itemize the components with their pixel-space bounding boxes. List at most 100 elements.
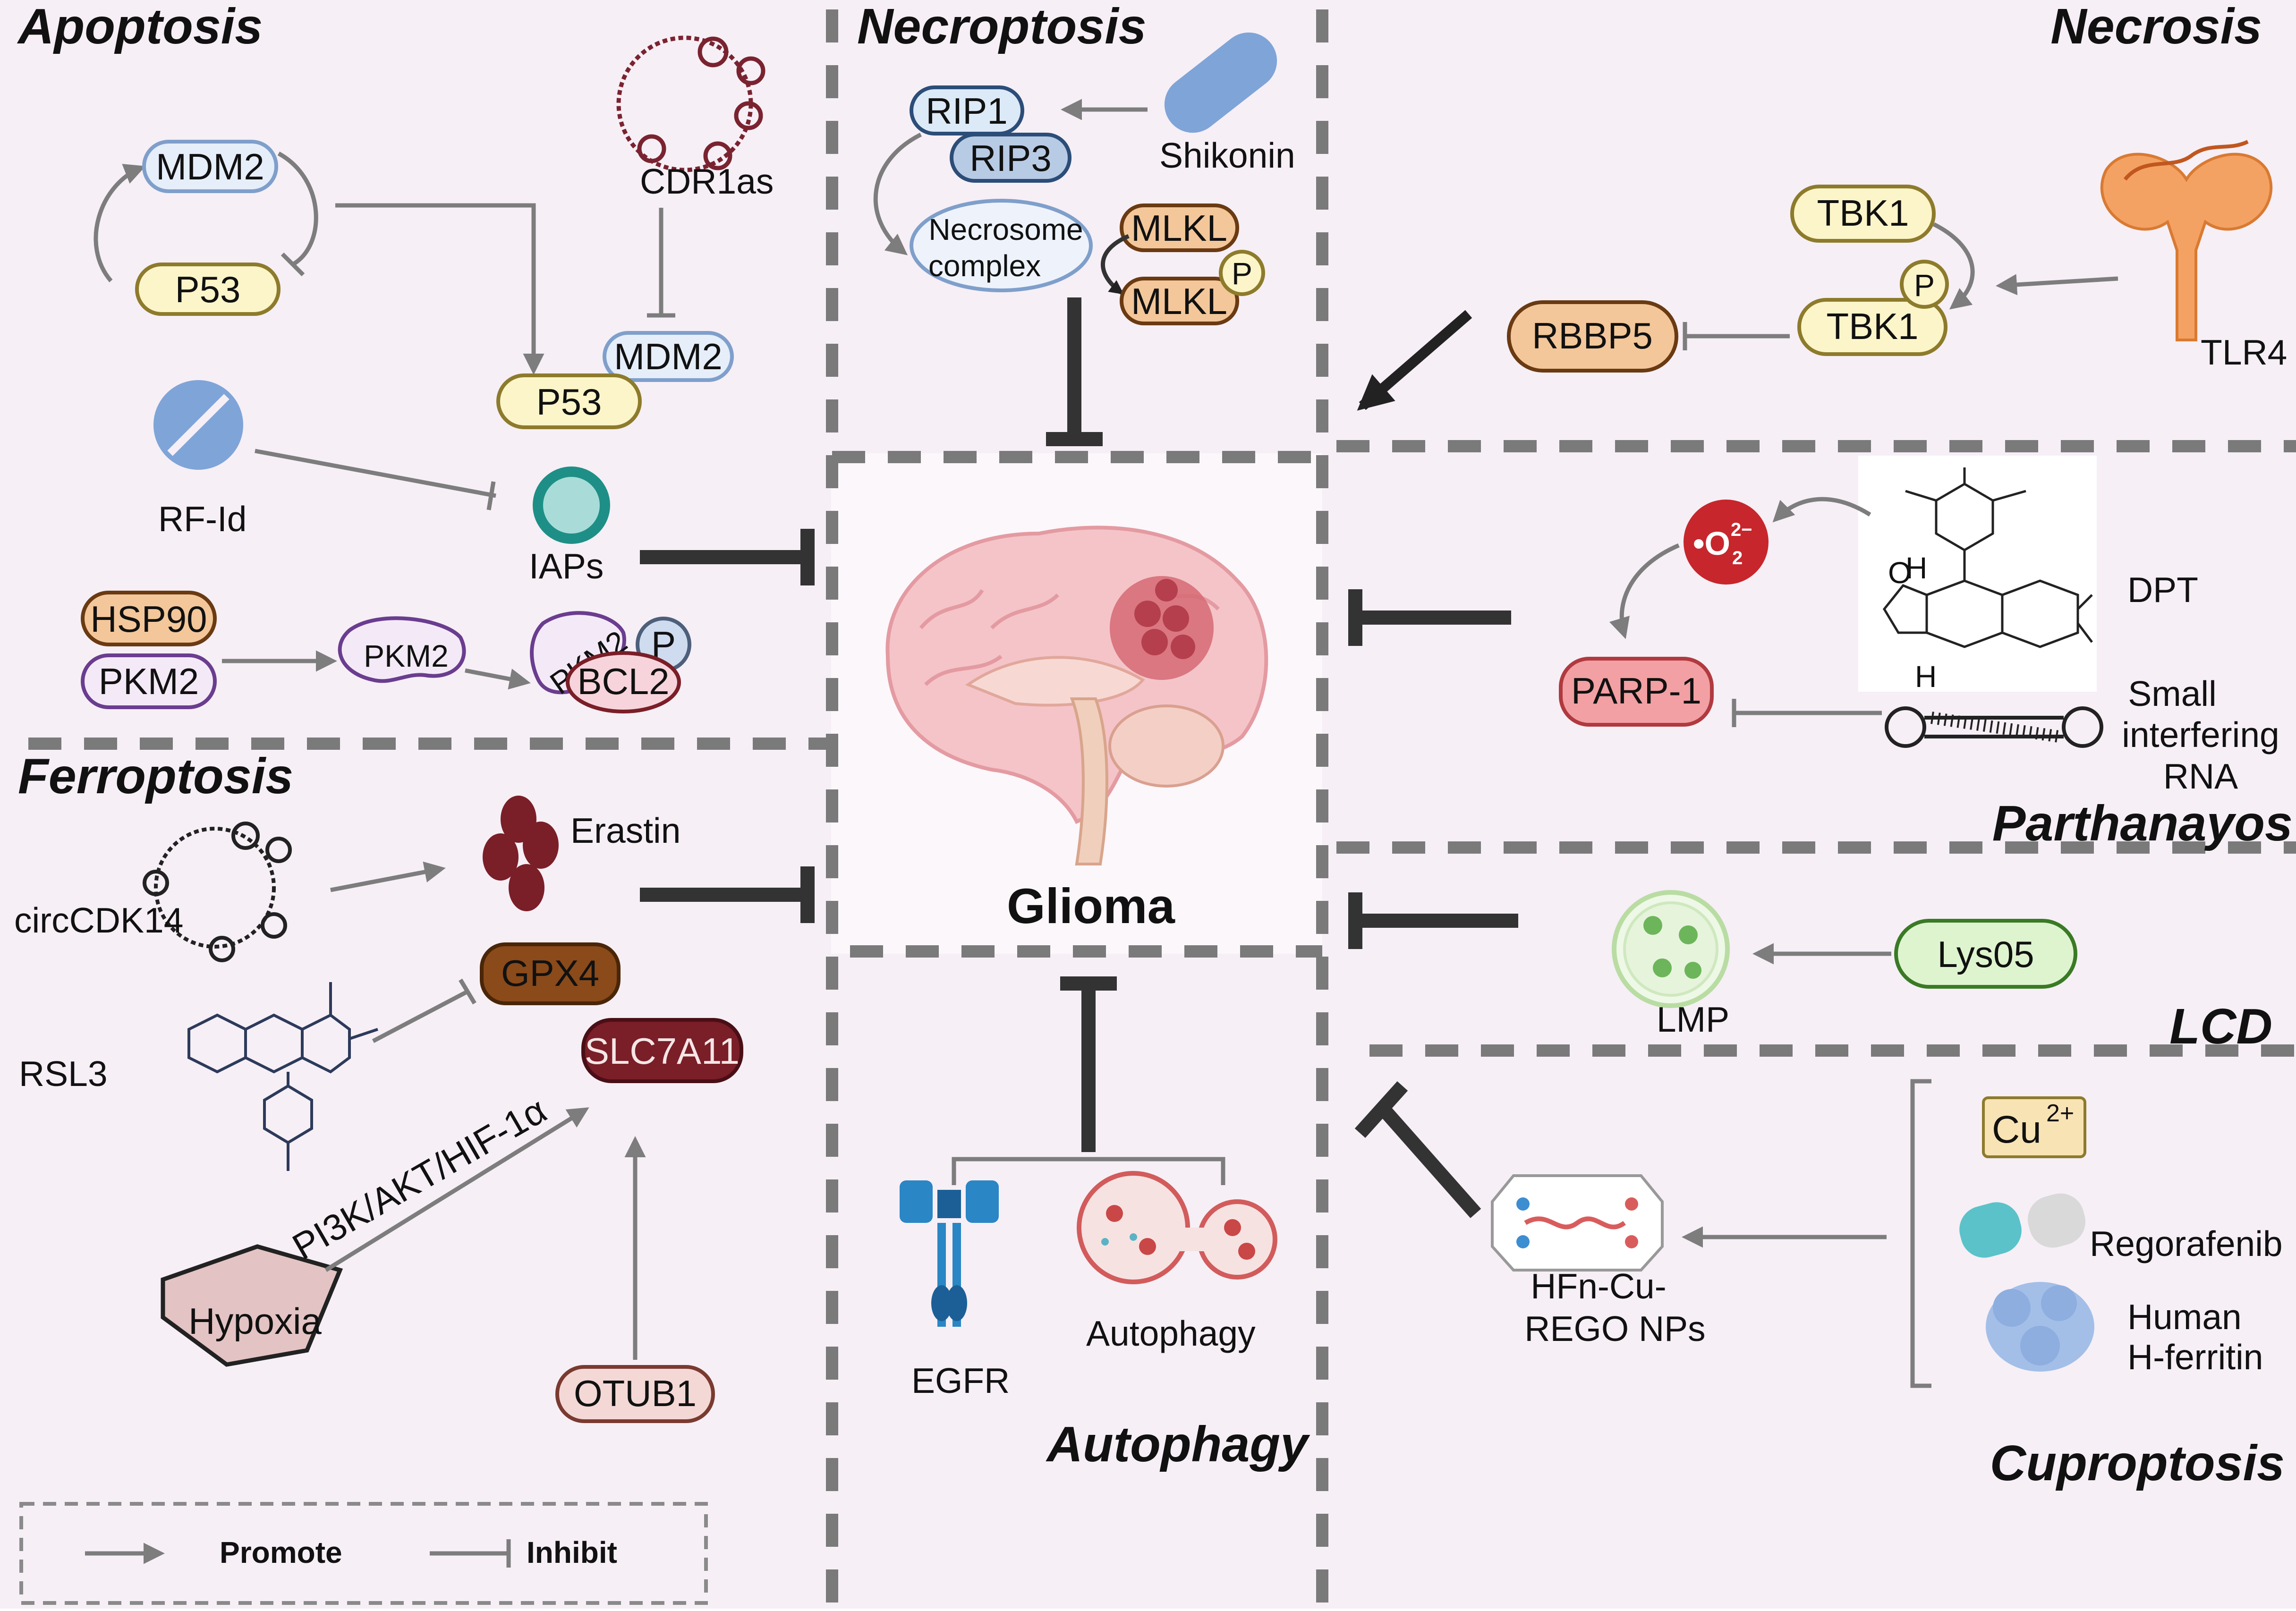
label-autophagy-icon: Autophagy (1086, 1314, 1256, 1353)
dpt-molecule-icon (1882, 467, 2093, 648)
label-superoxide-sub: 2 (1732, 548, 1743, 568)
necroptosis-group: RIP1 RIP3 Shikonin Necrosome complex MLK… (873, 32, 1295, 446)
label-rip1: RIP1 (926, 90, 1007, 132)
label-lys05: Lys05 (1937, 933, 2034, 975)
bracket-autophagy (952, 1157, 1225, 1185)
arrow-necrosis-to-glioma (1357, 310, 1472, 411)
shikonin-capsule-icon (1164, 32, 1277, 133)
arrow-hypoxia-to-slc7a11 (324, 1107, 589, 1272)
title-cuproptosis: Cuproptosis (1990, 1435, 2285, 1491)
arrow-tlr4-to-tbk1 (1996, 274, 2118, 296)
rsl3-molecule-icon (187, 982, 378, 1171)
label-h-bottom: H (1915, 660, 1937, 694)
egfr-receptor-icon (900, 1180, 999, 1327)
label-pkm2-left: PKM2 (99, 661, 199, 702)
label-nps-line2: REGO NPs (1524, 1309, 1705, 1348)
label-ferritin-line1: Human (2127, 1297, 2242, 1337)
lmp-vesicle-3 (1653, 958, 1672, 977)
label-iaps: IAPs (529, 546, 604, 586)
arrow-dpt-to-superoxide (1772, 497, 1871, 523)
label-h-top: H (1905, 551, 1927, 585)
inhibit-bar-rfid (486, 481, 496, 510)
node-rip3 (950, 133, 1071, 183)
ferroptosis-group: circCDK14 Erastin GPX4 SLC7A11 RSL3 (14, 796, 815, 1423)
sirna-hairpin-icon (1885, 706, 2103, 748)
label-lmp: LMP (1657, 1000, 1729, 1039)
label-circcdk14: circCDK14 (14, 900, 183, 940)
node-gpx4 (480, 942, 621, 1005)
label-rbbp5: RBBP5 (1532, 315, 1653, 356)
legend: Promote Inhibit (19, 1502, 708, 1605)
iaps-icon-inner (543, 477, 600, 534)
label-slc7a11: SLC7A11 (585, 1030, 740, 1072)
badge-p-necrosis (1900, 260, 1949, 309)
rfid-pill-icon (153, 380, 243, 470)
arrow-tbk1-phospho (1932, 222, 1975, 310)
node-p53-center (496, 373, 642, 429)
arrow-superoxide-to-parp1 (1609, 543, 1680, 639)
label-rfid: RF-Id (158, 499, 247, 539)
legend-inhibit-label: Inhibit (527, 1535, 617, 1569)
label-superoxide-charge: 2− (1731, 519, 1752, 540)
glioma-brain-icon (885, 526, 1268, 865)
title-parthanatos: Parthanayos (1992, 796, 2293, 851)
label-shikonin: Shikonin (1159, 136, 1295, 175)
label-gpx4: GPX4 (501, 952, 599, 994)
node-hsp90 (81, 591, 217, 646)
apoptosis-group: MDM2 P53 CDR1as MDM2 P53 RF-Id (81, 35, 815, 713)
node-tbk1-bottom (1797, 298, 1947, 356)
node-mlkl-top (1120, 203, 1239, 252)
title-necroptosis: Necroptosis (857, 0, 1147, 54)
ferritin-protein-icon (1986, 1282, 2094, 1372)
label-cdr1as: CDR1as (640, 161, 774, 201)
label-parp1: PARP-1 (1571, 670, 1701, 712)
node-mlkl-bottom (1120, 277, 1239, 325)
title-ferroptosis: Ferroptosis (18, 748, 293, 804)
label-otub1: OTUB1 (574, 1373, 697, 1414)
title-necrosis: Necrosis (2050, 0, 2262, 54)
superoxide-icon (1684, 500, 1769, 585)
label-glioma: Glioma (1007, 879, 1176, 934)
arrow-mdm2-to-p53 (335, 203, 544, 375)
label-tbk1-bottom: TBK1 (1826, 305, 1918, 347)
node-rbbp5 (1507, 300, 1678, 373)
cdr1as-circrna-icon (616, 35, 765, 172)
label-cu: Cu (1992, 1108, 2041, 1151)
label-superoxide: •O (1693, 525, 1730, 562)
label-sirna-line1: Small (2128, 674, 2217, 713)
node-mdm2-right (603, 331, 734, 382)
section-dividers (28, 9, 2296, 1605)
autophagosome-icon (1077, 1171, 1277, 1284)
label-necrosome-line1: Necrosome (928, 212, 1083, 246)
node-pkm2-mid (338, 616, 466, 683)
label-mlkl-top: MLKL (1131, 207, 1227, 249)
label-dpt: DPT (2127, 570, 2198, 610)
node-mdm2-top (142, 140, 278, 193)
node-parp1 (1559, 657, 1714, 727)
inhibit-cuproptosis-to-glioma (1380, 1107, 1481, 1218)
label-sirna-line2: interfering (2122, 715, 2279, 755)
node-otub1 (555, 1365, 715, 1423)
cuproptosis-group: Cu 2+ Regorafenib Human H-ferritin HFn-C… (1354, 1079, 2283, 1388)
inhibit-rsl3-to-gpx4 (372, 990, 469, 1043)
label-p-necroptosis: P (1232, 256, 1252, 291)
badge-p-necroptosis (1219, 250, 1265, 296)
label-p53-center: P53 (536, 381, 602, 423)
node-lys05 (1894, 919, 2077, 989)
label-bcl2: BCL2 (577, 661, 669, 702)
label-p-necrosis: P (1914, 268, 1935, 303)
label-rsl3: RSL3 (19, 1054, 108, 1094)
circcdk14-circrna-icon (143, 822, 292, 962)
erastin-icon (483, 796, 559, 911)
label-cu-charge: 2+ (2046, 1100, 2074, 1127)
label-erastin: Erastin (570, 811, 680, 850)
lmp-lysosome-inner (1623, 901, 1718, 997)
label-tbk1-top: TBK1 (1817, 192, 1909, 234)
inhibit-bar-rsl3 (459, 978, 476, 1005)
dpt-structure-background (1858, 456, 2097, 692)
regorafenib-capsule-icon (1959, 1193, 2085, 1258)
tlr4-receptor-icon (2100, 140, 2273, 341)
label-tlr4: TLR4 (2201, 332, 2287, 372)
